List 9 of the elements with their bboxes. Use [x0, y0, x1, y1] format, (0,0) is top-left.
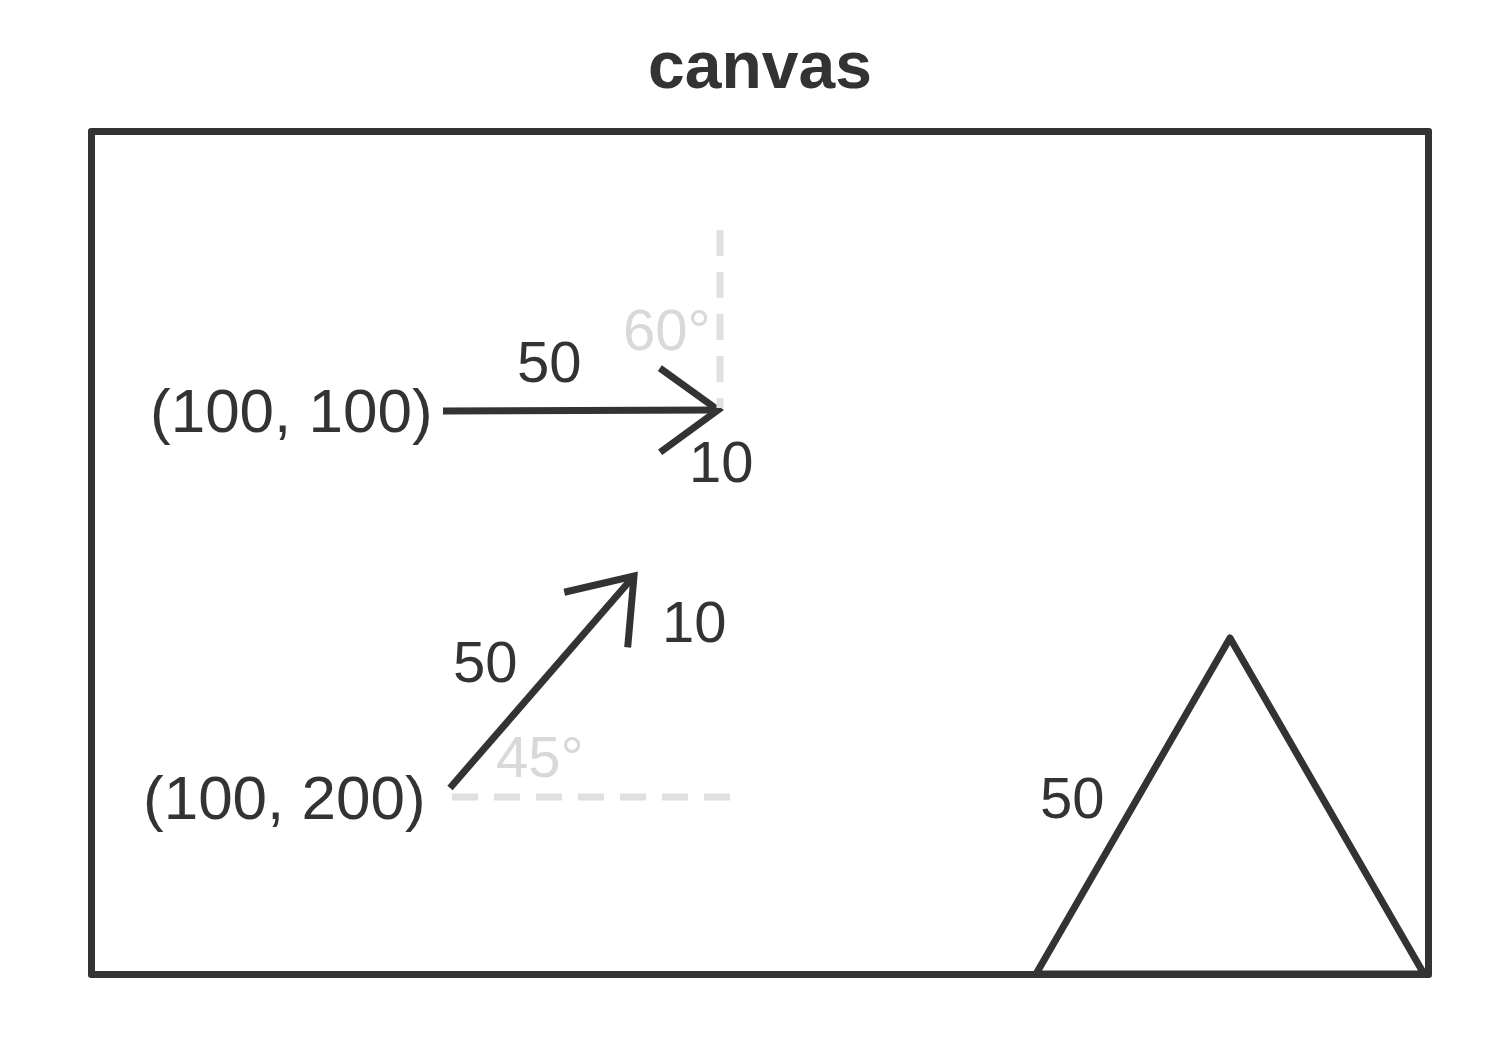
coordinate-label: (100, 100): [150, 375, 446, 447]
dimension-label: 50: [453, 632, 518, 692]
coordinate-label: (100, 200): [143, 762, 448, 834]
dimension-label: 10: [662, 592, 727, 652]
canvas-heading: canvas: [647, 30, 873, 100]
arrow: [447, 572, 638, 791]
dimension-label: 50: [1040, 768, 1105, 828]
dimension-label: 10: [689, 432, 754, 492]
dimension-label: 50: [517, 332, 582, 392]
